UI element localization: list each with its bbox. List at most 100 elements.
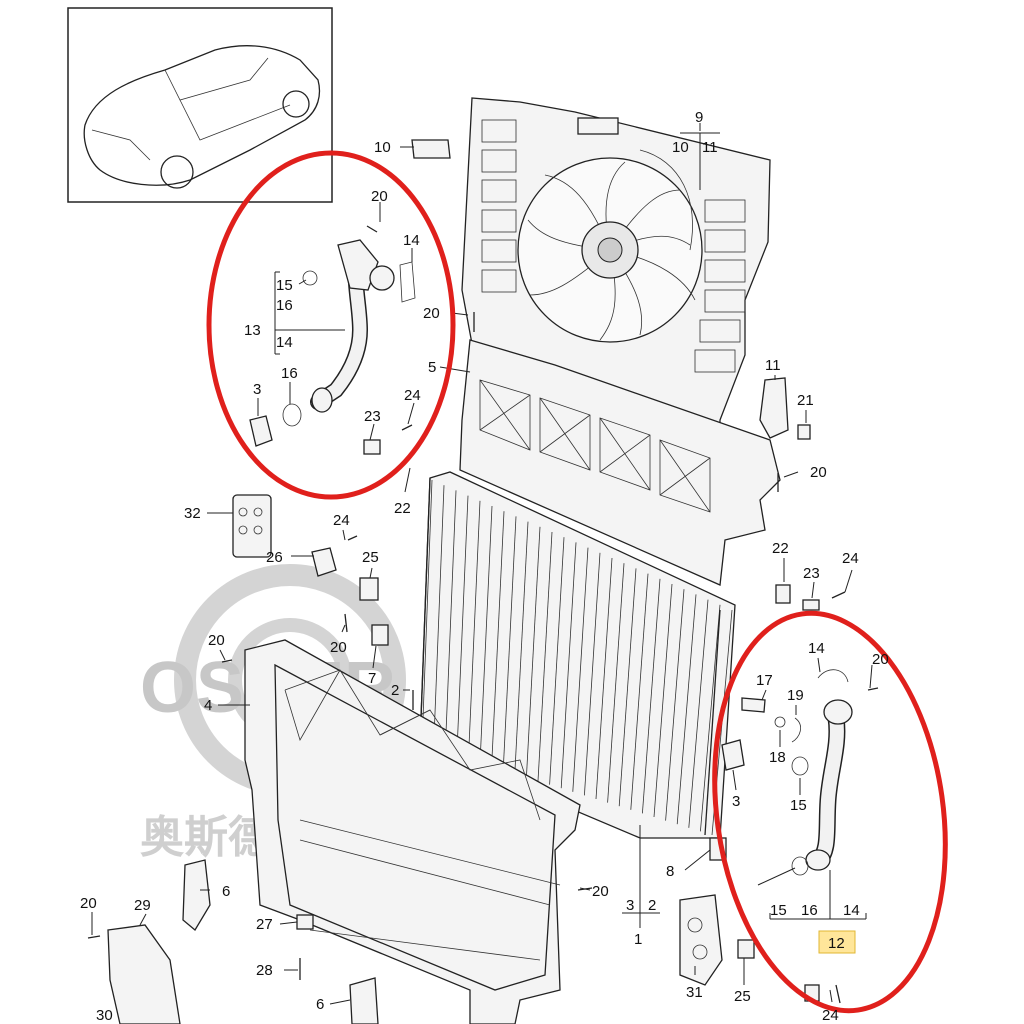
label-8: 8 (666, 863, 674, 880)
label-20h: 20 (592, 883, 609, 900)
label-24b: 24 (333, 512, 350, 529)
label-2a: 2 (391, 682, 399, 699)
label-14b: 14 (276, 334, 293, 351)
label-11: 11 (702, 139, 718, 156)
fan-connector (577, 117, 619, 135)
part-26-clip (311, 547, 337, 577)
label-3a: 3 (253, 381, 261, 398)
label-10b: 10 (672, 139, 689, 156)
label-23a: 23 (364, 408, 381, 425)
part-number-labels: 10 9 10 11 20 14 15 16 13 14 3 16 23 24 … (80, 109, 889, 1024)
label-15c: 15 (770, 902, 787, 919)
label-21: 21 (797, 392, 814, 409)
part-17-sensor (741, 697, 766, 713)
label-14c: 14 (808, 640, 825, 657)
label-10: 10 (374, 139, 391, 156)
label-16b: 16 (281, 365, 298, 382)
label-13: 13 (244, 322, 261, 339)
label-9: 9 (695, 109, 703, 126)
part-23-sensor-upper (363, 439, 381, 455)
label-24c: 24 (842, 550, 859, 567)
air-guide (459, 339, 781, 586)
label-18: 18 (769, 749, 786, 766)
car-body-icon (83, 45, 321, 186)
o-ring-15-lower (791, 756, 809, 776)
highlight-ring-upper-hose (206, 150, 456, 500)
label-25b: 25 (734, 988, 751, 1005)
part-19-clip (791, 717, 801, 743)
fasteners (87, 139, 879, 1004)
part-14-clip-lower (817, 669, 849, 683)
lower-parts (107, 494, 723, 1024)
car-front-wheel-icon (160, 155, 194, 189)
label-1: 1 (634, 931, 642, 948)
car-rear-wheel-icon (282, 90, 310, 118)
label-16a: 16 (276, 297, 293, 314)
label-22a: 22 (394, 500, 411, 517)
label-15b: 15 (790, 797, 807, 814)
label-20c: 20 (810, 464, 827, 481)
label-24a: 24 (404, 387, 421, 404)
o-ring-15 (302, 270, 318, 286)
label-20f: 20 (872, 651, 889, 668)
label-7: 7 (368, 670, 376, 687)
label-15a: 15 (276, 277, 293, 294)
label-11b: 11 (765, 357, 781, 374)
label-29: 29 (134, 897, 151, 914)
part-11-bracket (759, 377, 789, 439)
part-7-clip (371, 624, 389, 646)
label-27: 27 (256, 916, 273, 933)
leader-lines (91, 123, 873, 1005)
part-25-clip (359, 577, 379, 601)
label-20g: 20 (80, 895, 97, 912)
label-2b: 2 (648, 897, 656, 914)
part-10-clip (411, 139, 451, 159)
part-23-sensor (802, 599, 820, 611)
label-4: 4 (204, 697, 212, 714)
part-3-clip (249, 415, 273, 447)
highlight-ring-lower-hose (712, 610, 948, 1014)
part-27-nut (296, 914, 314, 930)
part-21-nut (797, 424, 811, 440)
part-6-bracket-bottom (349, 977, 379, 1024)
highlighted-part-badge (818, 930, 856, 954)
label-23b: 23 (803, 565, 820, 582)
label-25a: 25 (362, 549, 379, 566)
part-25-clip-lower (737, 939, 755, 959)
label-14d: 14 (843, 902, 860, 919)
label-5: 5 (428, 359, 436, 376)
label-6a: 6 (222, 883, 230, 900)
label-28: 28 (256, 962, 273, 979)
label-19: 19 (787, 687, 804, 704)
vehicle-thumbnail (67, 7, 333, 203)
part-31-panel (679, 894, 723, 986)
label-20a: 20 (371, 188, 388, 205)
label-20e: 20 (330, 639, 347, 656)
label-30: 30 (96, 1007, 113, 1024)
part-3-clip-lower (721, 739, 745, 771)
part-18-ring (774, 716, 786, 728)
o-ring-16 (282, 403, 302, 427)
label-24d: 24 (822, 1007, 839, 1024)
label-6b: 6 (316, 996, 324, 1013)
label-16c: 16 (801, 902, 818, 919)
part-29-bracket (107, 924, 181, 1024)
front-support-frame (244, 639, 581, 1024)
label-32: 32 (184, 505, 201, 522)
label-20b: 20 (423, 305, 440, 322)
label-3c: 3 (626, 897, 634, 914)
lower-coolant-hose (721, 669, 853, 876)
fan-shroud (461, 97, 771, 441)
label-17: 17 (756, 672, 773, 689)
part-6-bracket-left (182, 859, 211, 931)
upper-coolant-hose (249, 239, 416, 455)
label-14a: 14 (403, 232, 420, 249)
part-14-clip (399, 261, 416, 303)
part-22-clip (775, 584, 791, 604)
label-3b: 3 (732, 793, 740, 810)
label-12: 12 (828, 935, 845, 952)
label-20d: 20 (208, 632, 225, 649)
label-31: 31 (686, 984, 703, 1001)
